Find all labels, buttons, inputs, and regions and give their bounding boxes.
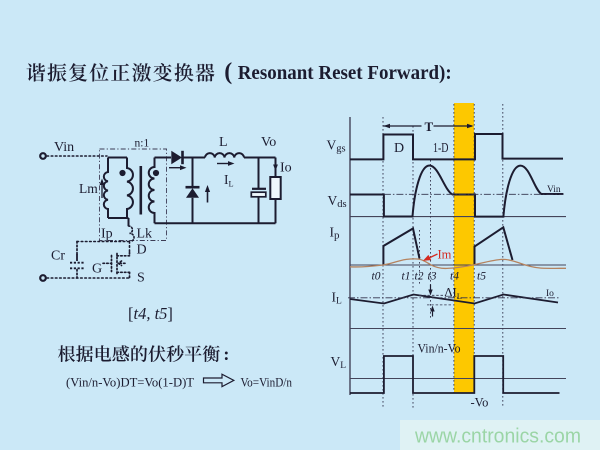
svg-text:Vin/n-Vo: Vin/n-Vo	[418, 342, 461, 356]
svg-text:t5: t5	[477, 271, 486, 283]
svg-text:[t4, t5]: [t4, t5]	[128, 304, 173, 323]
svg-text:t3: t3	[428, 271, 437, 283]
svg-text:Vin: Vin	[547, 185, 561, 195]
svg-text:Cr: Cr	[51, 249, 65, 264]
svg-text:Im: Im	[438, 248, 452, 262]
svg-text:(Vin/n-Vo)DT=Vo(1-D)T: (Vin/n-Vo)DT=Vo(1-D)T	[66, 375, 194, 390]
svg-text:G: G	[92, 262, 102, 277]
svg-text:(: (	[224, 59, 232, 85]
svg-text:t0: t0	[372, 271, 381, 283]
svg-text:t4: t4	[450, 271, 459, 283]
svg-text:n:1: n:1	[135, 138, 150, 150]
svg-text:D: D	[137, 243, 147, 258]
svg-text:S: S	[137, 271, 145, 286]
svg-text:Io: Io	[546, 289, 554, 299]
svg-text:t1: t1	[402, 271, 411, 283]
svg-text:IL: IL	[224, 172, 234, 189]
svg-text:Vin: Vin	[54, 140, 74, 155]
svg-text:Io: Io	[280, 161, 292, 176]
svg-text:T: T	[425, 119, 434, 134]
svg-text:Vo=VinD/n: Vo=VinD/n	[241, 375, 293, 390]
svg-text:Vo: Vo	[261, 135, 276, 150]
svg-text::: :	[223, 344, 229, 364]
svg-text:Lm: Lm	[79, 181, 98, 196]
svg-text:1-D: 1-D	[433, 140, 449, 155]
svg-text:t2: t2	[415, 271, 424, 283]
svg-text:Resonant Reset Forward):: Resonant Reset Forward):	[238, 63, 452, 84]
svg-text:L: L	[219, 135, 228, 150]
svg-text:Ip: Ip	[330, 225, 341, 242]
svg-text:D: D	[394, 141, 404, 156]
svg-text:www.cntronics.com: www.cntronics.com	[414, 426, 581, 448]
svg-text:Lk: Lk	[137, 227, 153, 242]
svg-text:IL: IL	[332, 290, 343, 307]
svg-text:-Vo: -Vo	[471, 396, 489, 410]
svg-text:Ip: Ip	[101, 227, 113, 242]
